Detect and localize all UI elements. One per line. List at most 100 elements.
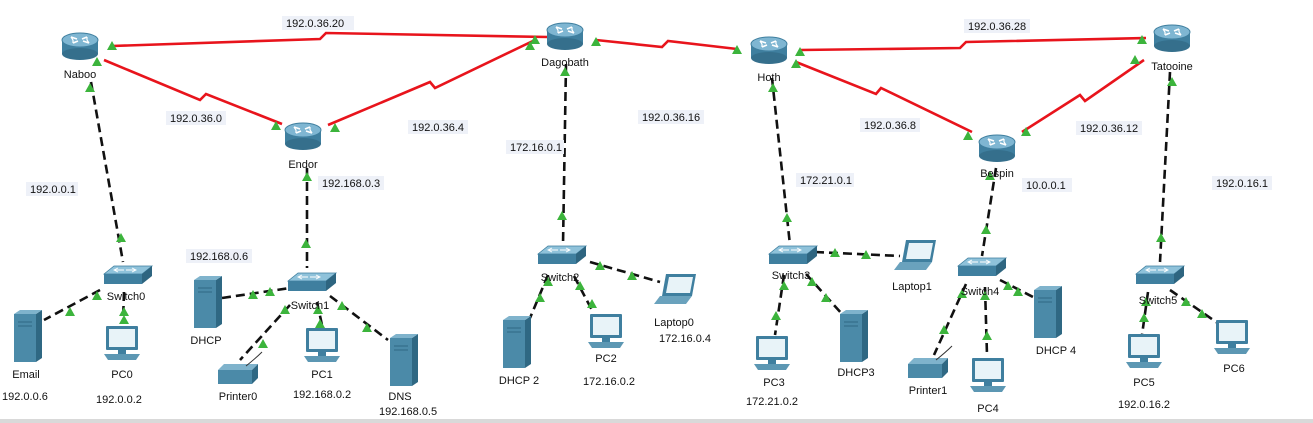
net-dagobath-hoth: 192.0.36.16 bbox=[642, 112, 700, 124]
pc4[interactable]: PC4 bbox=[970, 358, 1006, 415]
switch2-label: Switch2 bbox=[541, 272, 580, 284]
router-hoth[interactable]: Hoth bbox=[750, 36, 788, 84]
link-switch3-laptop1[interactable] bbox=[814, 250, 901, 258]
link-naboo-dagobath[interactable] bbox=[111, 31, 549, 48]
router-endor[interactable]: Endor bbox=[284, 122, 322, 171]
laptop0-label: Laptop0 bbox=[654, 317, 694, 329]
host-pc0-ip: 192.0.0.2 bbox=[96, 394, 142, 406]
router-naboo[interactable]: Naboo bbox=[61, 32, 99, 81]
server-dhcp4-label: DHCP 4 bbox=[1036, 345, 1076, 357]
net-naboo-dagobath: 192.0.36.20 bbox=[286, 18, 344, 30]
switch3-label: Switch3 bbox=[772, 270, 811, 282]
pc2[interactable]: PC2 bbox=[588, 314, 624, 365]
net-naboo-endor: 192.0.36.0 bbox=[170, 113, 222, 125]
switch1[interactable]: Switch1 bbox=[287, 272, 337, 312]
router-endor-label: Endor bbox=[288, 159, 318, 171]
host-laptop0-ip: 172.16.0.4 bbox=[659, 333, 711, 345]
printer0[interactable]: Printer0 bbox=[217, 351, 263, 403]
net-hoth-bespin: 192.0.36.8 bbox=[864, 120, 916, 132]
link-tatooine-switch5[interactable] bbox=[1158, 71, 1172, 263]
server-dns[interactable]: DNS bbox=[388, 333, 419, 403]
net-bespin-lan: 10.0.0.1 bbox=[1026, 180, 1066, 192]
link-dagobath-switch2[interactable] bbox=[561, 63, 568, 246]
link-switch2-laptop0[interactable] bbox=[589, 260, 661, 284]
host-dns-ip: 192.168.0.5 bbox=[379, 406, 437, 418]
link-switch5-pc6[interactable] bbox=[1169, 288, 1223, 328]
link-bespin-switch4[interactable] bbox=[980, 167, 998, 257]
switch1-label: Switch1 bbox=[291, 300, 330, 312]
link-switch1-dns[interactable] bbox=[329, 294, 389, 342]
pc0-label: PC0 bbox=[111, 369, 132, 381]
host-pc3-ip: 172.21.0.2 bbox=[746, 396, 798, 408]
link-switch3-pc3[interactable] bbox=[773, 274, 786, 336]
link-dagobath-hoth[interactable] bbox=[595, 38, 738, 51]
switch4-label: Switch4 bbox=[961, 286, 1000, 298]
link-switch0-pc0[interactable] bbox=[121, 291, 126, 323]
net-hoth-lan: 172.21.0.1 bbox=[800, 175, 852, 187]
link-switch4-printer1[interactable] bbox=[932, 283, 968, 356]
link-switch1-dhcp[interactable] bbox=[221, 286, 291, 300]
laptop1-label: Laptop1 bbox=[892, 281, 932, 293]
pc1-label: PC1 bbox=[311, 369, 332, 381]
switch4[interactable]: Switch4 bbox=[957, 257, 1007, 298]
router-dagobath-label: Dagobath bbox=[541, 57, 589, 69]
net-dagobath-lan: 172.16.0.1 bbox=[510, 142, 562, 154]
switch0[interactable]: Switch0 bbox=[103, 265, 153, 303]
link-hoth-bespin[interactable] bbox=[795, 60, 973, 134]
server-email[interactable]: Email bbox=[12, 309, 43, 381]
server-dhcp-label: DHCP bbox=[190, 335, 221, 347]
server-dhcp[interactable]: DHCP bbox=[190, 275, 223, 347]
host-email-ip: 192.0.0.6 bbox=[2, 391, 48, 403]
router-bespin-label: Bespin bbox=[980, 168, 1014, 180]
pc3[interactable]: PC3 bbox=[754, 336, 790, 389]
server-dhcp3[interactable]: DHCP3 bbox=[837, 309, 875, 379]
router-dagobath[interactable]: Dagobath bbox=[541, 22, 589, 69]
switch3[interactable]: Switch3 bbox=[768, 245, 818, 282]
server-dhcp2-label: DHCP 2 bbox=[499, 375, 539, 387]
host-pc2-ip: 172.16.0.2 bbox=[583, 376, 635, 388]
pc5[interactable]: PC5 bbox=[1126, 334, 1162, 389]
switch5-label: Switch5 bbox=[1139, 295, 1178, 307]
printer0-label: Printer0 bbox=[219, 391, 258, 403]
link-switch0-email[interactable] bbox=[43, 288, 101, 322]
link-switch2-dhcp2[interactable] bbox=[528, 274, 550, 319]
net-naboo-lan: 192.0.0.1 bbox=[30, 184, 76, 196]
pc6-label: PC6 bbox=[1223, 363, 1244, 375]
host-pc1-ip: 192.168.0.2 bbox=[293, 389, 351, 401]
router-tatooine-label: Tatooine bbox=[1151, 61, 1193, 73]
net-endor-dagobath: 192.0.36.4 bbox=[412, 122, 464, 134]
link-hoth-tatooine[interactable] bbox=[799, 36, 1147, 52]
network-labels: 192.0.36.20 192.0.36.0 192.0.36.4 192.0.… bbox=[2, 16, 1272, 418]
link-bespin-tatooine[interactable] bbox=[1021, 58, 1145, 134]
server-dhcp4[interactable]: DHCP 4 bbox=[1033, 285, 1076, 357]
pc1[interactable]: PC1 bbox=[304, 328, 340, 381]
link-naboo-endor[interactable] bbox=[103, 58, 283, 126]
router-bespin[interactable]: Bespin bbox=[978, 134, 1016, 180]
link-endor-dagobath[interactable] bbox=[327, 38, 536, 127]
server-dhcp3-label: DHCP3 bbox=[837, 367, 874, 379]
lan-links bbox=[43, 63, 1223, 361]
laptop0[interactable]: Laptop0 bbox=[654, 274, 696, 329]
router-tatooine[interactable]: Tatooine bbox=[1151, 24, 1193, 73]
printer1[interactable]: Printer1 bbox=[907, 345, 953, 397]
net-endor-lan: 192.168.0.3 bbox=[322, 178, 380, 190]
laptop1[interactable]: Laptop1 bbox=[892, 240, 936, 293]
link-switch1-printer0[interactable] bbox=[239, 304, 291, 361]
switch2[interactable]: Switch2 bbox=[537, 245, 587, 284]
server-dns-label: DNS bbox=[388, 391, 411, 403]
server-email-label: Email bbox=[12, 369, 40, 381]
net-hoth-tatooine: 192.0.36.28 bbox=[968, 21, 1026, 33]
pc2-label: PC2 bbox=[595, 353, 616, 365]
pc4-label: PC4 bbox=[977, 403, 998, 415]
printer1-label: Printer1 bbox=[909, 385, 948, 397]
pc3-label: PC3 bbox=[763, 377, 784, 389]
link-switch4-pc4[interactable] bbox=[983, 286, 989, 356]
pc6[interactable]: PC6 bbox=[1214, 320, 1250, 375]
pc5-label: PC5 bbox=[1133, 377, 1154, 389]
server-dhcp2[interactable]: DHCP 2 bbox=[499, 315, 539, 387]
pc0[interactable]: PC0 bbox=[104, 326, 140, 381]
switch5[interactable]: Switch5 bbox=[1135, 265, 1185, 307]
router-hoth-label: Hoth bbox=[757, 72, 780, 84]
link-naboo-switch0[interactable] bbox=[89, 81, 125, 263]
